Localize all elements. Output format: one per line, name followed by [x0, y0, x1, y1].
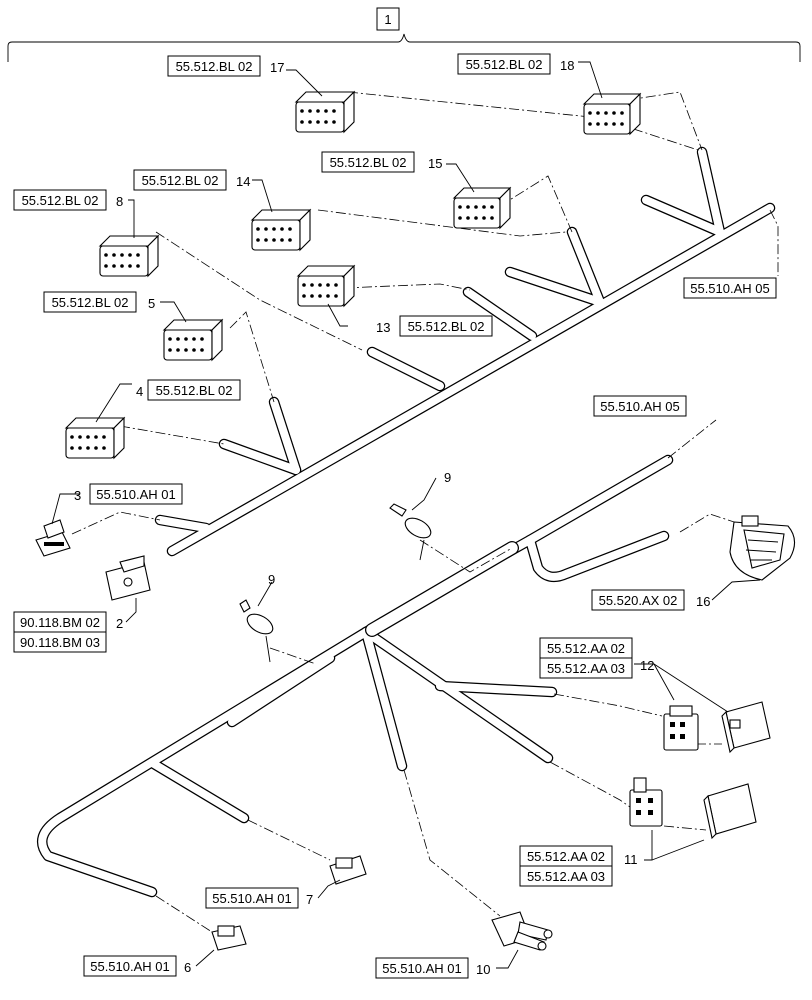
item-15: 15: [428, 156, 442, 171]
ref-box-ah05-mid: 55.510.AH 05: [593, 395, 687, 417]
svg-text:55.512.BL 02: 55.512.BL 02: [176, 59, 253, 74]
item-9-lower: 9: [268, 572, 275, 587]
connector-11-plug: [629, 777, 663, 827]
connector-18: [582, 92, 642, 136]
ref-box-11: 55.512.AA 02 55.512.AA 03: [519, 845, 613, 887]
item-13: 13: [376, 320, 390, 335]
item-12: 12: [640, 658, 654, 673]
item-9-upper: 9: [444, 470, 451, 485]
svg-text:55.520.AX 02: 55.520.AX 02: [599, 593, 678, 608]
svg-text:90.118.BM 02: 90.118.BM 02: [20, 615, 100, 630]
connector-12-housing: [721, 701, 771, 754]
svg-text:55.512.BL 02: 55.512.BL 02: [156, 383, 233, 398]
ref-box-10: 55.510.AH 01: [375, 957, 469, 979]
svg-text:55.510.AH 05: 55.510.AH 05: [600, 399, 680, 414]
svg-text:55.510.AH 01: 55.510.AH 01: [212, 891, 292, 906]
svg-text:55.512.BL 02: 55.512.BL 02: [22, 193, 99, 208]
ref-box-16: 55.520.AX 02: [591, 589, 685, 611]
connector-5: [162, 318, 224, 362]
svg-text:55.512.AA 03: 55.512.AA 03: [547, 661, 625, 676]
ref-box-12: 55.512.AA 02 55.512.AA 03: [539, 637, 633, 679]
ref-box-3: 55.510.AH 01: [89, 483, 183, 505]
ref-box-14: 55.512.BL 02: [133, 169, 227, 191]
connector-12-plug: [663, 705, 699, 751]
ref-box-ah05-top: 55.510.AH 05: [683, 277, 777, 299]
item-11: 11: [624, 852, 638, 867]
assembly-item-number: 1: [384, 12, 391, 27]
connector-6: [211, 925, 247, 951]
connector-2: [105, 555, 151, 601]
connector-14: [250, 208, 312, 252]
item-10: 10: [476, 962, 490, 977]
ref-box-8: 55.512.BL 02: [13, 189, 107, 211]
ref-box-18: 55.512.BL 02: [457, 53, 551, 75]
svg-text:55.512.BL 02: 55.512.BL 02: [408, 319, 485, 334]
leader-lines: [51, 61, 761, 969]
connector-13: [296, 264, 356, 308]
item-18: 18: [560, 58, 574, 73]
connector-7: [329, 855, 367, 885]
item-5: 5: [148, 296, 155, 311]
ref-box-6: 55.510.AH 01: [83, 955, 177, 977]
ref-box-7: 55.510.AH 01: [205, 887, 299, 909]
connector-17: [294, 90, 356, 134]
connector-3: [35, 519, 71, 557]
svg-text:55.512.BL 02: 55.512.BL 02: [466, 57, 543, 72]
cable-clip-lower: [239, 599, 274, 663]
svg-text:55.512.AA 02: 55.512.AA 02: [527, 849, 605, 864]
item-16: 16: [696, 594, 710, 609]
ref-box-13: 55.512.BL 02: [399, 315, 493, 337]
item-3: 3: [74, 488, 81, 503]
svg-text:55.512.BL 02: 55.512.BL 02: [142, 173, 219, 188]
connector-16: [729, 515, 796, 581]
svg-text:55.512.AA 03: 55.512.AA 03: [527, 869, 605, 884]
connector-4: [64, 416, 126, 460]
connector-8: [98, 234, 160, 278]
ref-box-4: 55.512.BL 02: [147, 379, 241, 401]
item-2: 2: [116, 616, 123, 631]
item-8: 8: [116, 194, 123, 209]
item-14: 14: [236, 174, 250, 189]
connection-lines: [71, 91, 779, 933]
connector-10: [491, 911, 553, 951]
item-7: 7: [306, 892, 313, 907]
connector-11-housing: [703, 783, 757, 840]
svg-text:55.512.AA 02: 55.512.AA 02: [547, 641, 625, 656]
svg-text:55.510.AH 01: 55.510.AH 01: [382, 961, 462, 976]
item-6: 6: [184, 960, 191, 975]
svg-text:55.510.AH 01: 55.510.AH 01: [96, 487, 176, 502]
svg-text:55.512.BL 02: 55.512.BL 02: [52, 295, 129, 310]
svg-text:55.510.AH 01: 55.510.AH 01: [90, 959, 170, 974]
ref-box-2: 90.118.BM 02 90.118.BM 03: [13, 611, 107, 653]
wire-harness: [36, 146, 776, 898]
ref-box-17: 55.512.BL 02: [167, 55, 261, 77]
ref-box-5: 55.512.BL 02: [43, 291, 137, 313]
connector-15: [452, 186, 512, 230]
cable-clip-upper: [389, 503, 432, 561]
svg-text:55.510.AH 05: 55.510.AH 05: [690, 281, 770, 296]
item-4: 4: [136, 384, 143, 399]
item-17: 17: [270, 60, 284, 75]
svg-text:90.118.BM 03: 90.118.BM 03: [20, 635, 100, 650]
svg-text:55.512.BL 02: 55.512.BL 02: [330, 155, 407, 170]
assembly-bracket: 1: [7, 7, 801, 62]
ref-box-15: 55.512.BL 02: [321, 151, 415, 173]
